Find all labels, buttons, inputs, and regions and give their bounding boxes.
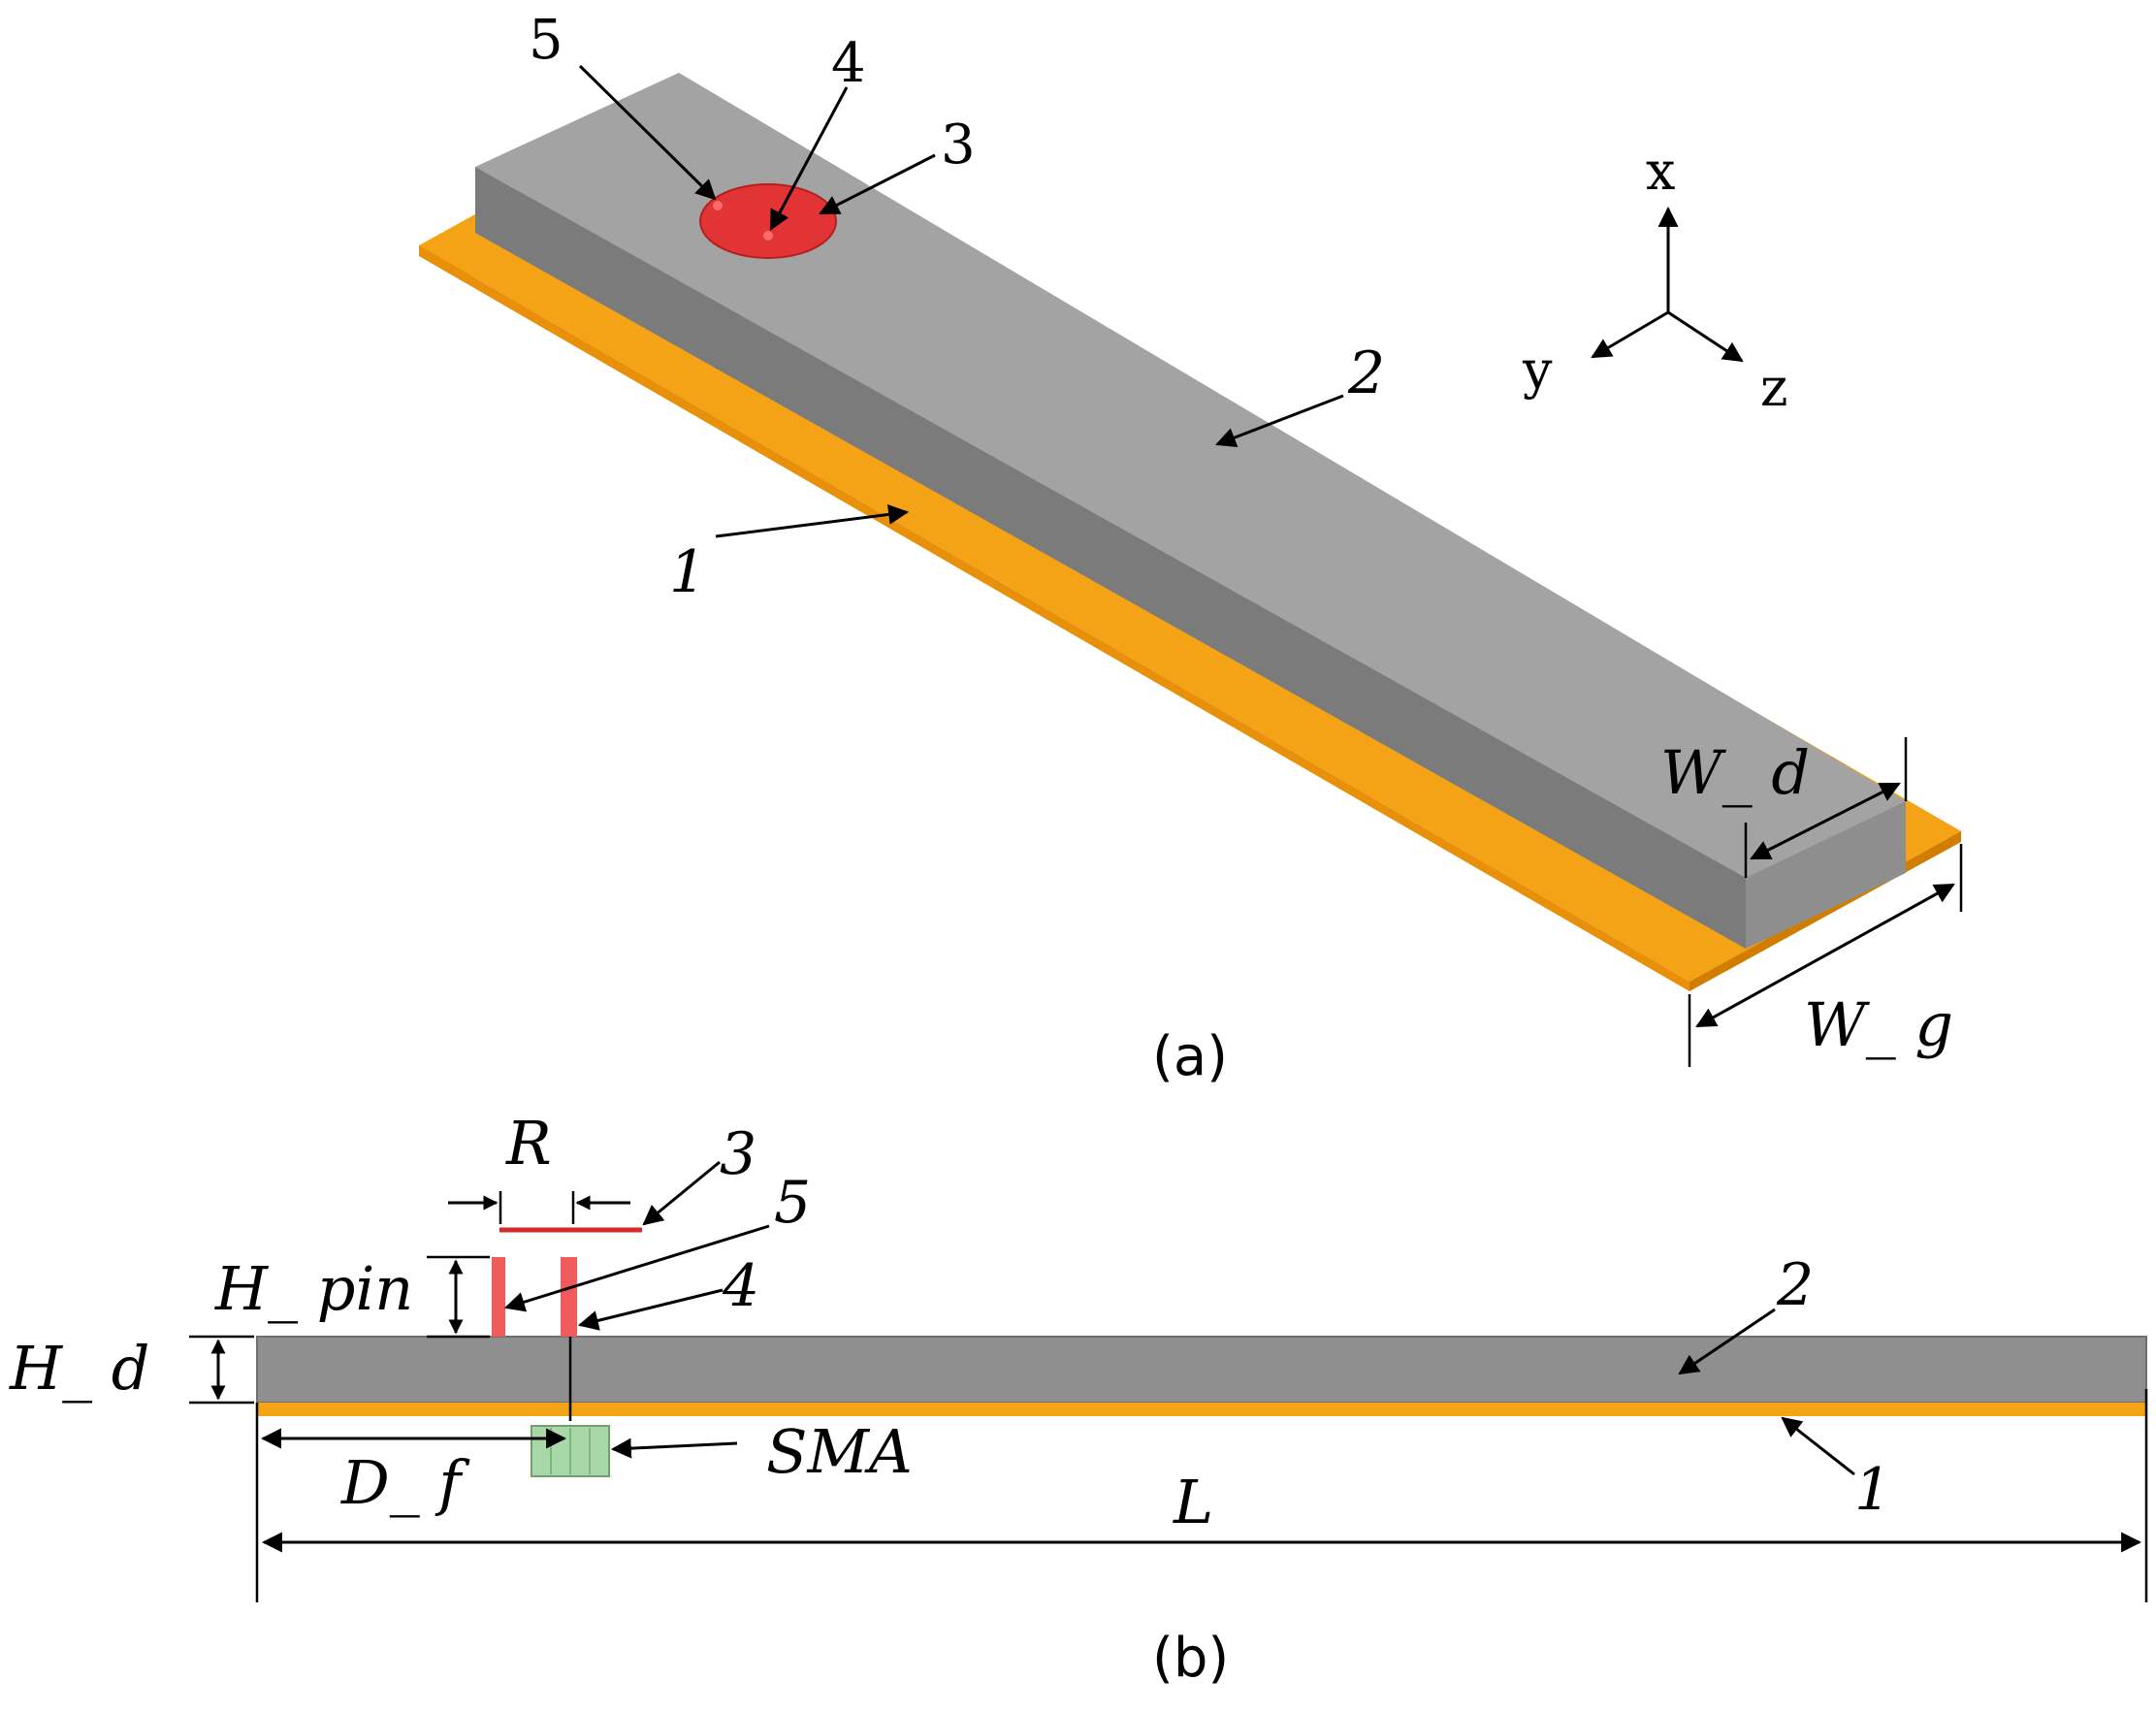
dim-r: R [505, 1108, 552, 1179]
dim-d-f: D_ f [340, 1447, 470, 1518]
shorting-pin-dot [713, 201, 723, 210]
coordinate-axes: x y z [1522, 141, 1787, 418]
callout-5-a: 5 [529, 9, 563, 72]
caption-b: (b) [1152, 1627, 1229, 1690]
patch-disc-3d [699, 183, 837, 259]
callout-2-b: 2 [1776, 1251, 1814, 1319]
dim-h-d: H_ d [9, 1333, 149, 1404]
dielectric-block-3d [475, 73, 1906, 949]
axis-z-label: z [1760, 357, 1787, 418]
feed-pin-side [561, 1257, 577, 1337]
feed-pin-dot [763, 231, 773, 241]
sma-connector [531, 1425, 610, 1477]
dim-w-g: W_ g [1804, 989, 1953, 1060]
axis-x-label: x [1646, 141, 1675, 202]
caption-a: (a) [1152, 1025, 1228, 1088]
callout-1-b: 1 [1854, 1456, 1891, 1524]
dim-l: L [1173, 1467, 1213, 1537]
ground-side [257, 1403, 2146, 1416]
callout-3-b: 3 [720, 1120, 756, 1188]
callout-1-a: 1 [669, 538, 706, 606]
dim-w-d: W_ d [1660, 737, 1810, 808]
shorting-pin-side [492, 1257, 505, 1337]
callout-5-b: 5 [774, 1169, 811, 1237]
panel-a-3d-view: 5 4 3 2 1 W_ d W_ g x y z (a) [419, 9, 1963, 1088]
callout-3-a: 3 [941, 113, 976, 177]
dielectric-side [256, 1336, 2147, 1404]
callout-4-b: 4 [722, 1252, 759, 1320]
dim-h-pin: H_ pin [214, 1253, 413, 1324]
callout-4-a: 4 [831, 32, 866, 95]
sma-label: SMA [766, 1416, 913, 1487]
axis-y-label: y [1522, 339, 1553, 401]
panel-b-side-view: SMA R H_ pin H_ d D_ f L 3 5 4 2 [9, 1108, 2148, 1690]
callout-2-a: 2 [1347, 339, 1385, 407]
